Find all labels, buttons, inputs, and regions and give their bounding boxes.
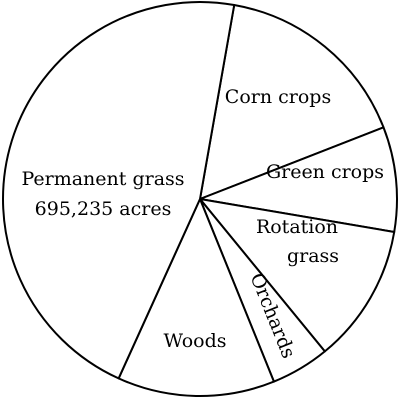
slice-label-rotation-grass-line1: Rotation [256, 216, 338, 238]
slice-sublabel-permanent-grass-acres: 695,235 acres [35, 198, 172, 220]
slice-label-corn-crops: Corn crops [225, 86, 331, 108]
slice-label-permanent-grass: Permanent grass [21, 168, 184, 190]
slice-label-rotation-grass-line2: grass [287, 245, 339, 267]
pie-slice-green-crops [199, 126, 398, 233]
pie-slice-permanent-grass [2, 0, 236, 380]
slice-label-green-crops: Green crops [266, 161, 384, 183]
slice-label-woods: Woods [163, 330, 226, 352]
pie-slice-rotation-grass [199, 198, 396, 353]
pie-slice-woods [117, 198, 275, 397]
pie-slice-corn-crops [199, 3, 385, 200]
